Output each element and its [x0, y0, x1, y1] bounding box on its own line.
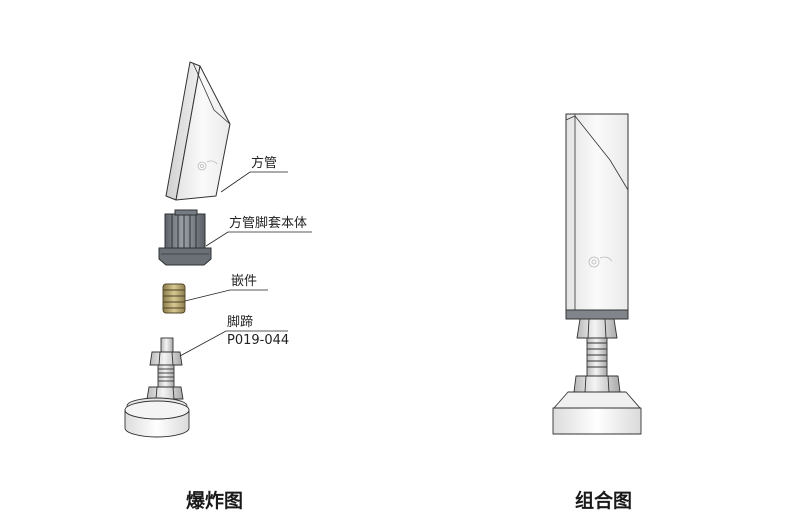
assembled-foot: [552, 318, 642, 435]
callout-foot-part-number: P019-044: [227, 333, 290, 348]
brand-mark-icon: [197, 160, 218, 171]
assembled-view: [552, 113, 642, 435]
brand-mark-icon: [588, 256, 613, 268]
callout-tube-foot-cover: 方管脚套本体: [229, 216, 308, 231]
callout-foot: 脚蹄: [227, 315, 254, 330]
exploded-view: [124, 61, 312, 438]
caption-exploded: 爆炸图: [186, 490, 244, 512]
callout-square-tube: 方管: [251, 156, 278, 171]
leader-foot: [179, 330, 288, 357]
caption-assembled: 组合图: [575, 490, 633, 512]
leader-square-tube: [220, 171, 288, 193]
tube-foot-cover-part: [158, 209, 212, 266]
insert-part: [162, 283, 186, 314]
leader-insert: [184, 289, 268, 302]
callout-insert: 嵌件: [231, 274, 258, 289]
assembled-foot-cover-band: [565, 309, 629, 320]
assembled-tube: [565, 113, 629, 311]
square-tube-part: [165, 61, 231, 201]
callout-leaders: [179, 171, 312, 357]
leader-tube-foot-cover: [205, 231, 312, 247]
leveling-foot-part: [124, 337, 190, 438]
